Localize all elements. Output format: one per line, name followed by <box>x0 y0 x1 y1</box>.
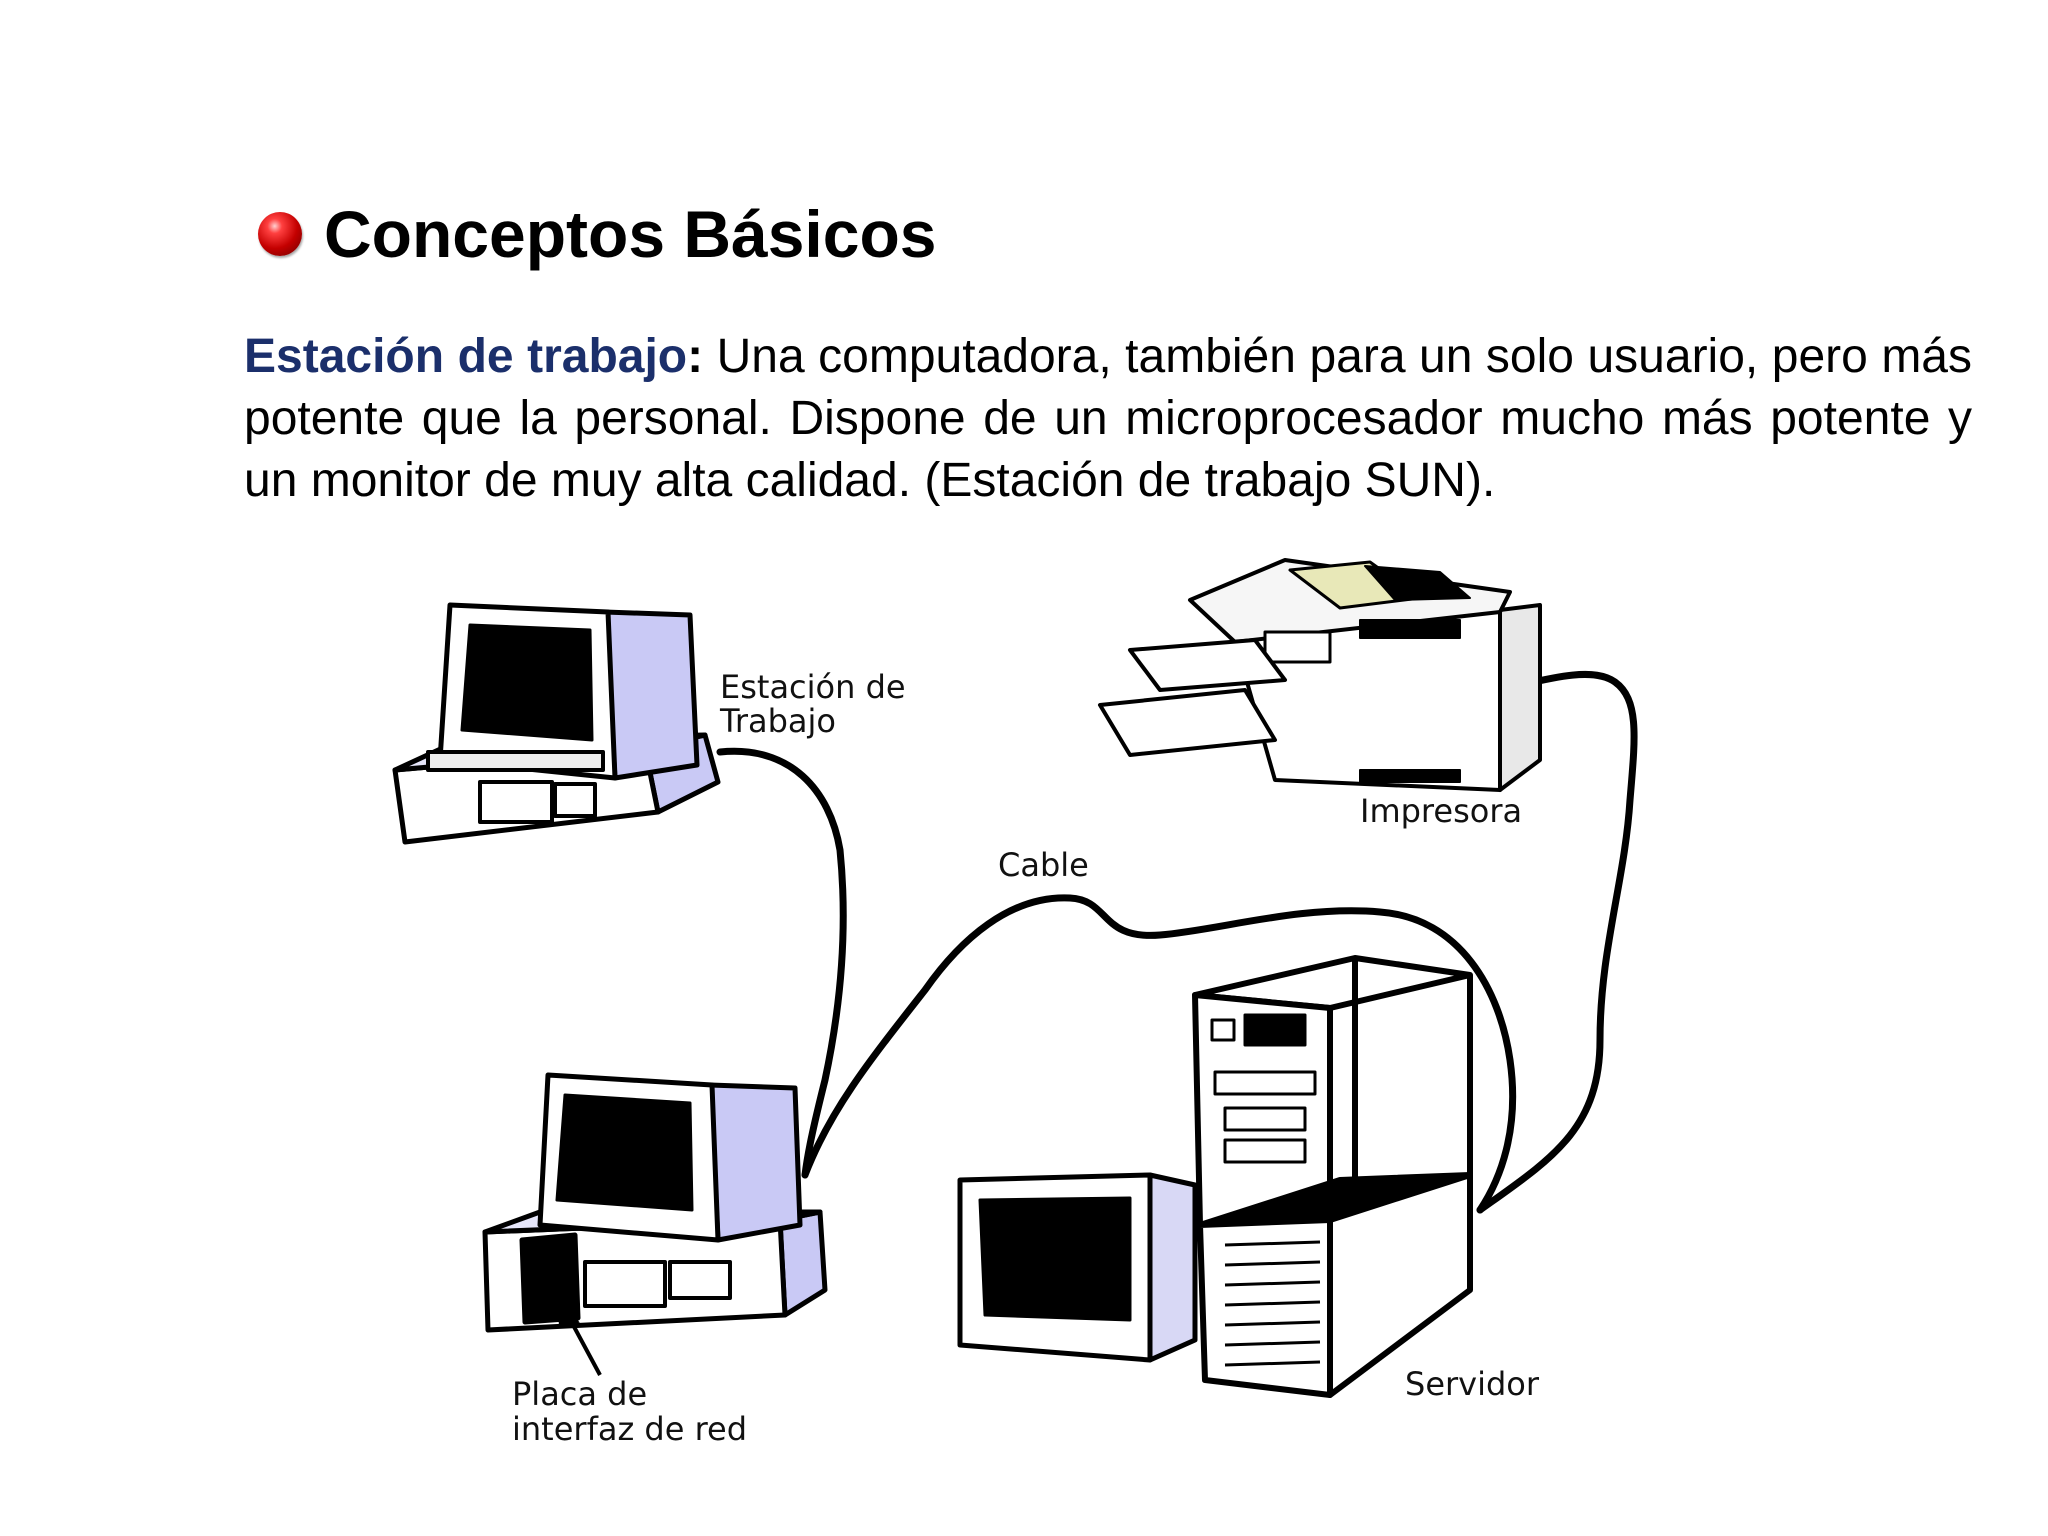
slide-title-row: Conceptos Básicos <box>258 196 937 272</box>
laser-printer <box>1098 558 1542 792</box>
pc-floppy-bay <box>583 1260 667 1308</box>
printer-output-slot <box>1364 565 1471 601</box>
printer-vent <box>1359 619 1461 639</box>
pc-monitor-side <box>707 1082 803 1243</box>
label-server: Servidor <box>1405 1365 1540 1403</box>
printer-bottom-vent <box>1359 769 1461 783</box>
server-display-panel <box>1243 1013 1307 1047</box>
workstation-floppy-bay <box>478 780 554 824</box>
pc-drive-bay <box>668 1260 732 1300</box>
server-monitor <box>957 1172 1198 1363</box>
label-cable: Cable <box>998 846 1089 884</box>
pc-monitor-screen <box>555 1093 694 1212</box>
server-monitor-side <box>1147 1172 1198 1363</box>
server-monitor-screen <box>978 1196 1132 1322</box>
label-printer: Impresora <box>1360 792 1522 830</box>
server-side-lower <box>1327 1172 1473 1398</box>
server-body-lower <box>1197 1217 1333 1398</box>
nic-pointer-arrow <box>556 1294 602 1376</box>
printer-tray-upper <box>1128 638 1287 692</box>
red-bullet-icon <box>258 212 302 256</box>
cable-pc-to-server <box>801 894 1517 1214</box>
diagram-labels: Estación de Trabajo Impresora Cable Plac… <box>512 668 1540 1448</box>
definition-text: Una computadora, también para un solo us… <box>244 330 1973 507</box>
printer-body-side <box>1498 603 1542 792</box>
pc-nic-card-open <box>519 1232 581 1325</box>
slide-title: Conceptos Básicos <box>324 197 937 271</box>
server-drive-bay-1 <box>1213 1070 1317 1096</box>
workstation-computer <box>392 602 721 845</box>
server-power-button <box>1210 1018 1236 1042</box>
definition-term: Estación de trabajo <box>244 330 688 383</box>
workstation-monitor-side <box>602 609 700 781</box>
printer-display <box>1263 630 1332 664</box>
definition-paragraph: Estación de trabajo: Una computadora, ta… <box>244 326 1972 512</box>
label-workstation-line1: Estación de <box>720 668 906 706</box>
label-nic-line1: Placa de <box>512 1375 647 1413</box>
label-nic-line2: interfaz de red <box>512 1410 747 1448</box>
workstation-monitor-screen <box>460 623 594 742</box>
workstation-monitor-stand <box>426 750 605 772</box>
server-vents <box>1224 1240 1321 1367</box>
label-workstation-line2: Trabajo <box>719 702 836 740</box>
server-drive-bay-2 <box>1223 1106 1307 1132</box>
definition-colon: : <box>687 330 704 383</box>
printer-tray-lower <box>1098 688 1277 757</box>
server-tower <box>1192 955 1473 1398</box>
networked-pc <box>482 1072 828 1333</box>
workstation-drive-bay <box>553 782 597 818</box>
server-drive-bay-3 <box>1223 1138 1307 1164</box>
cable-workstation-to-pc <box>716 747 847 1179</box>
